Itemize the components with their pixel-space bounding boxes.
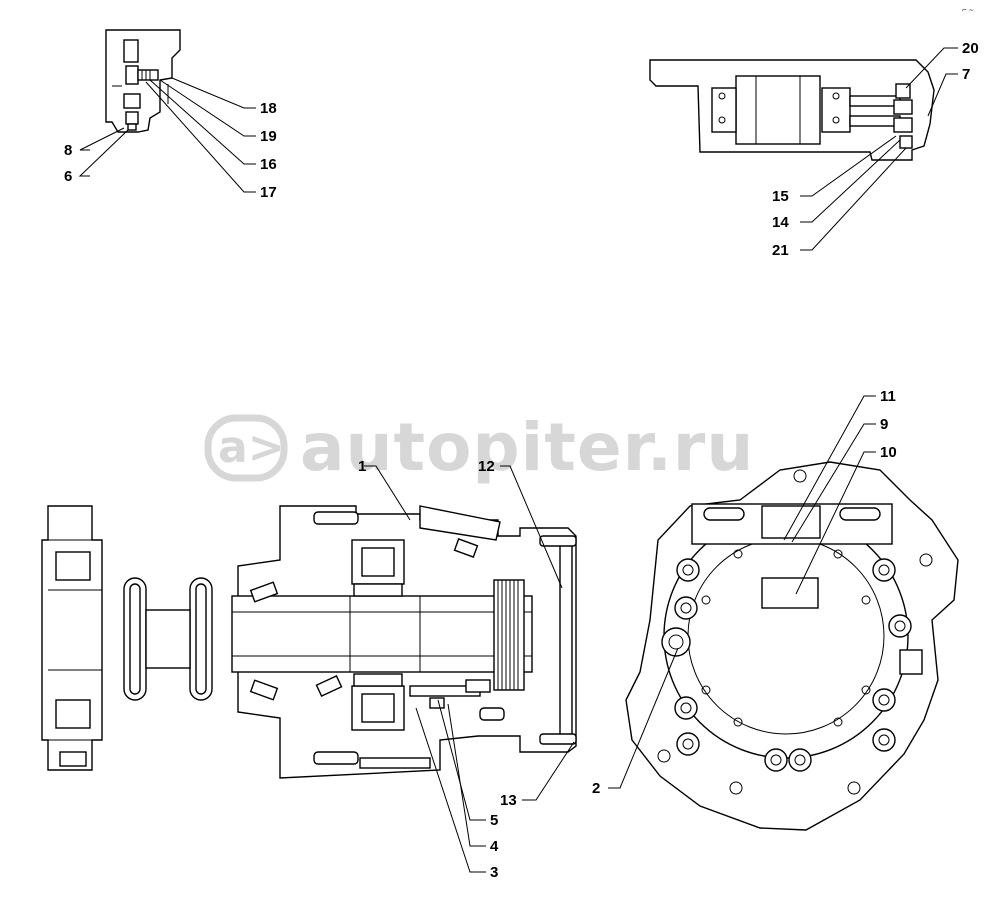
callout-14: 14	[772, 214, 789, 231]
callout-7: 7	[962, 66, 970, 83]
callout-2: 2	[592, 780, 600, 797]
watermark-logo-glyph: a>	[218, 422, 285, 473]
watermark: a> autopiter.ru	[204, 409, 754, 486]
callout-21: 21	[772, 242, 789, 259]
callout-4: 4	[490, 838, 499, 855]
callout-20: 20	[962, 40, 979, 57]
callout-13: 13	[500, 792, 517, 809]
leader-lines	[78, 47, 958, 873]
coupling-flange	[41, 505, 103, 771]
detail-view-top-right	[649, 59, 935, 161]
callout-11: 11	[880, 388, 896, 405]
callout-19: 19	[260, 128, 277, 145]
callout-8: 8	[64, 142, 72, 159]
callout-10: 10	[880, 444, 897, 461]
watermark-logo-icon	[204, 414, 288, 482]
watermark-text: autopiter.ru	[300, 409, 754, 486]
motor-cross-section	[231, 505, 577, 779]
seal-rings	[123, 577, 213, 701]
callout-5: 5	[490, 812, 498, 829]
detail-view-top-left	[105, 29, 181, 133]
callout-labels: 18 19 16 17 8 6 20 7 15 14 21 1 12 11 9 …	[64, 40, 979, 881]
callout-18: 18	[260, 100, 277, 117]
callout-15: 15	[772, 188, 789, 205]
callout-16: 16	[260, 156, 277, 173]
motor-end-view	[625, 461, 959, 831]
callout-12: 12	[478, 458, 495, 475]
callout-17: 17	[260, 184, 277, 201]
corner-mark: ⌐ ~	[962, 7, 974, 14]
callout-1: 1	[358, 458, 366, 475]
callout-3: 3	[490, 864, 498, 881]
callout-6: 6	[64, 168, 72, 185]
callout-9: 9	[880, 416, 888, 433]
